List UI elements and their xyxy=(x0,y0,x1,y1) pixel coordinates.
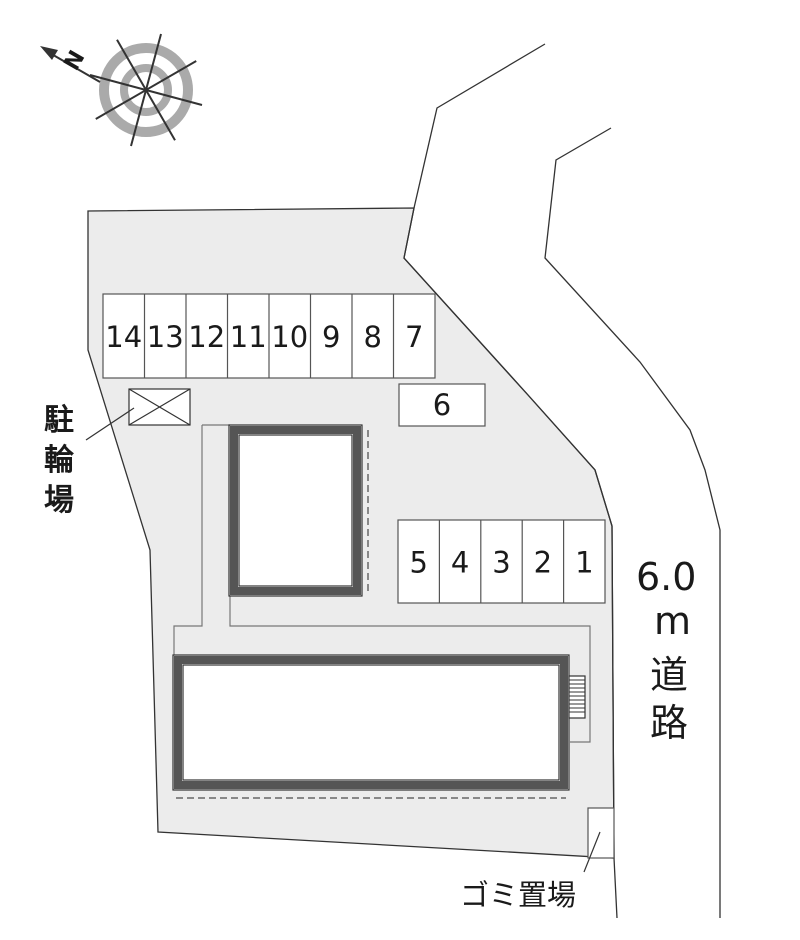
road-name-char-1: 道 xyxy=(650,653,688,697)
road-unit-label: m xyxy=(654,599,691,643)
parking-number-2: 2 xyxy=(534,546,552,580)
parking-number-14: 14 xyxy=(105,320,142,354)
building-large xyxy=(172,654,570,799)
parking-number-11: 11 xyxy=(230,320,267,354)
walkway-outline-2 xyxy=(229,596,591,743)
parking-number-1: 1 xyxy=(575,546,593,580)
walkway-outline xyxy=(173,425,203,655)
north-arrow-icon xyxy=(40,46,101,83)
road-edge-left xyxy=(403,43,618,919)
parking-number-9: 9 xyxy=(322,320,340,354)
parking-number-10: 10 xyxy=(271,320,308,354)
garbage-leader-line xyxy=(583,831,601,873)
north-label: N xyxy=(60,47,91,75)
parking-number-12: 12 xyxy=(188,320,225,354)
bicycle-leader-line xyxy=(85,407,135,441)
compass-rose-icon xyxy=(89,33,203,147)
parking-space-6 xyxy=(398,383,486,427)
road-edge-right xyxy=(544,127,721,918)
parking-number-4: 4 xyxy=(451,546,469,580)
road-width-label: 6.0 xyxy=(636,555,696,599)
road-label: 6.0 m 道 路 xyxy=(636,555,696,745)
stairs xyxy=(568,675,586,719)
building-small xyxy=(228,424,369,597)
bicycle-label-char-3: 場 xyxy=(44,483,74,518)
bicycle-parking-box xyxy=(128,388,191,426)
garbage-area xyxy=(587,807,615,859)
bicycle-label-char-2: 輪 xyxy=(44,443,75,478)
parking-number-3: 3 xyxy=(492,546,510,580)
parking-number-7: 7 xyxy=(405,320,423,354)
bicycle-parking-label: 駐 輪 場 xyxy=(44,403,75,518)
parking-number-5: 5 xyxy=(409,546,427,580)
parking-number-8: 8 xyxy=(364,320,382,354)
bicycle-label-char-1: 駐 xyxy=(44,403,74,438)
road-name-char-2: 路 xyxy=(650,701,688,745)
parking-number-6: 6 xyxy=(433,388,451,422)
garbage-label: ゴミ置場 xyxy=(460,878,576,912)
parking-number-13: 13 xyxy=(147,320,184,354)
